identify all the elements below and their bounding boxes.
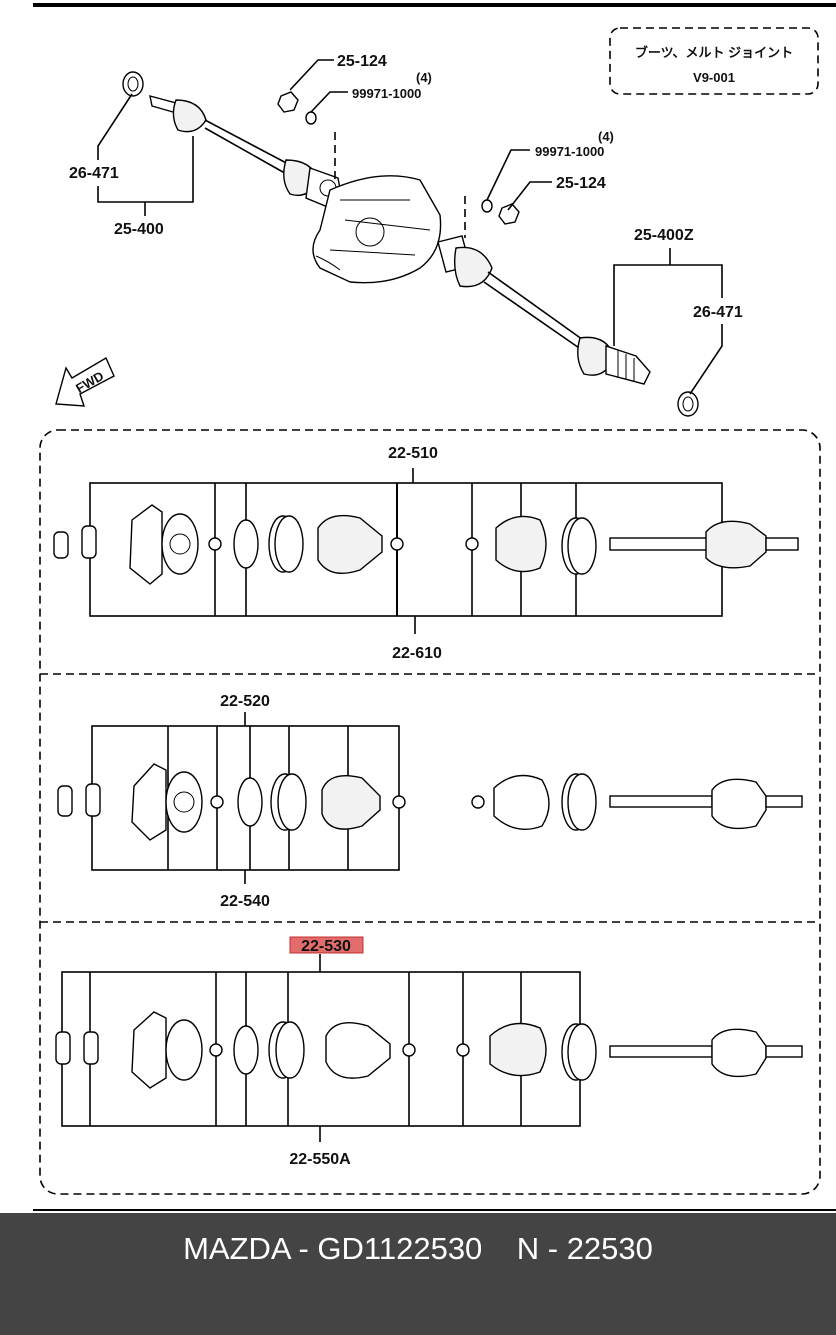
panel-2-bottom-label: 22-540 [220,893,270,910]
callout-boot-nut-left: 26-471 [69,165,119,182]
callout-shaft-right: 25-400Z [634,227,694,244]
footer-part-number: MAZDA - GD1122530 N - 22530 [183,1231,653,1266]
fwd-arrow-icon: FWD [55,356,115,407]
title-box-line2: V9-001 [693,70,735,85]
kit-panel-2: 22-520 22-540 [57,693,803,910]
panel-3-highlight [289,936,364,954]
washer-right-part [481,199,493,213]
title-box-line1: ブーツ、メルト ジョイント [635,45,793,60]
kit-panels-frame [39,429,821,1195]
nut-right-part [498,203,520,225]
panel-1-top-label: 22-510 [388,445,438,462]
callout-shaft-left: 25-400 [114,221,164,238]
drive-shaft-right-part [437,235,651,385]
callout-washer-left: 99971-1000 [352,86,421,101]
footer-bar: MAZDA - GD1122530 N - 22530 [0,1213,836,1335]
parts-diagram: ブーツ、メルト ジョイント V9-001 [33,3,836,1211]
callout-nut-left: 25-124 [337,53,387,70]
panel-3-bottom-label: 22-550A [289,1151,351,1168]
boot-nut-right-part [677,391,699,417]
panel-2-top-label: 22-520 [220,693,270,710]
axle-assembly-drawing: FWD 25-124 99971-1000 (4) 26-471 25-400 … [55,53,743,417]
callout-boot-nut-right: 26-471 [693,304,743,321]
washer-left-part [305,111,317,125]
callout-washer-right-qty: (4) [598,129,614,144]
kit-panel-3: 22-530 22-550A [55,936,803,1168]
title-box: ブーツ、メルト ジョイント V9-001 [609,27,819,95]
kit-panel-1: 22-510 22-610 [53,445,799,662]
nut-left-part [277,91,299,113]
differential-part [312,175,442,284]
callout-washer-left-qty: (4) [416,70,432,85]
panel-3-top-label: 22-530 [301,938,351,955]
panel-1-bottom-label: 22-610 [392,645,442,662]
callout-nut-right: 25-124 [556,175,606,192]
boot-nut-left-part [122,71,144,97]
callout-washer-right: 99971-1000 [535,144,604,159]
